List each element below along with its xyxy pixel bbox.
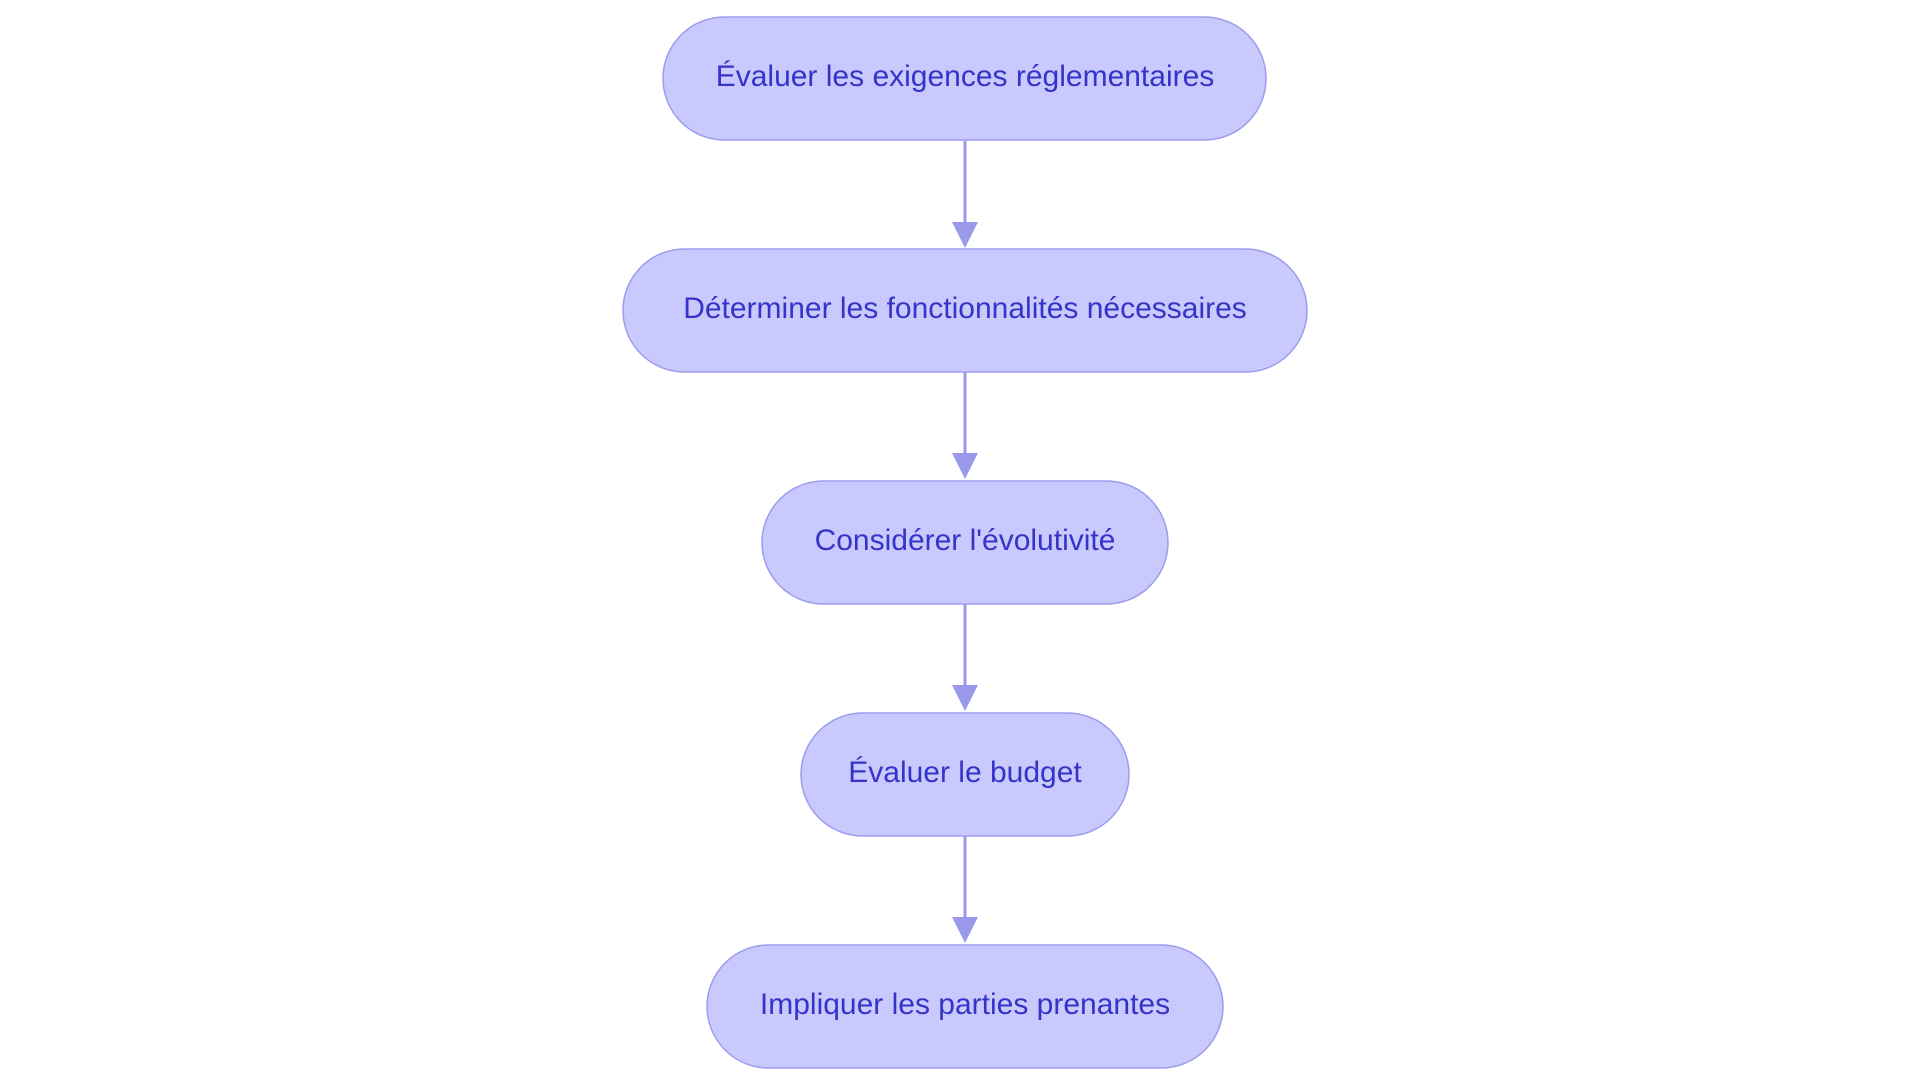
node-evaluer-budget: Évaluer le budget (800, 712, 1130, 837)
node-label: Impliquer les parties prenantes (760, 988, 1170, 1021)
edge-determiner-to-considerer (952, 372, 978, 479)
node-label: Évaluer le budget (848, 756, 1082, 789)
node-label: Évaluer les exigences réglementaires (716, 60, 1215, 93)
edge-evaluer-exigences-to-determiner (952, 141, 978, 248)
node-considerer-evolutivite: Considérer l'évolutivité (761, 480, 1169, 605)
node-label: Considérer l'évolutivité (815, 524, 1116, 557)
node-label: Déterminer les fonctionnalités nécessair… (683, 292, 1247, 325)
node-evaluer-exigences: Évaluer les exigences réglementaires (662, 16, 1267, 141)
node-impliquer-parties-prenantes: Impliquer les parties prenantes (706, 944, 1224, 1069)
edge-considerer-to-evaluer-budget (952, 603, 978, 711)
edge-evaluer-budget-to-impliquer (952, 835, 978, 943)
node-determiner-fonctionnalites: Déterminer les fonctionnalités nécessair… (622, 248, 1308, 373)
